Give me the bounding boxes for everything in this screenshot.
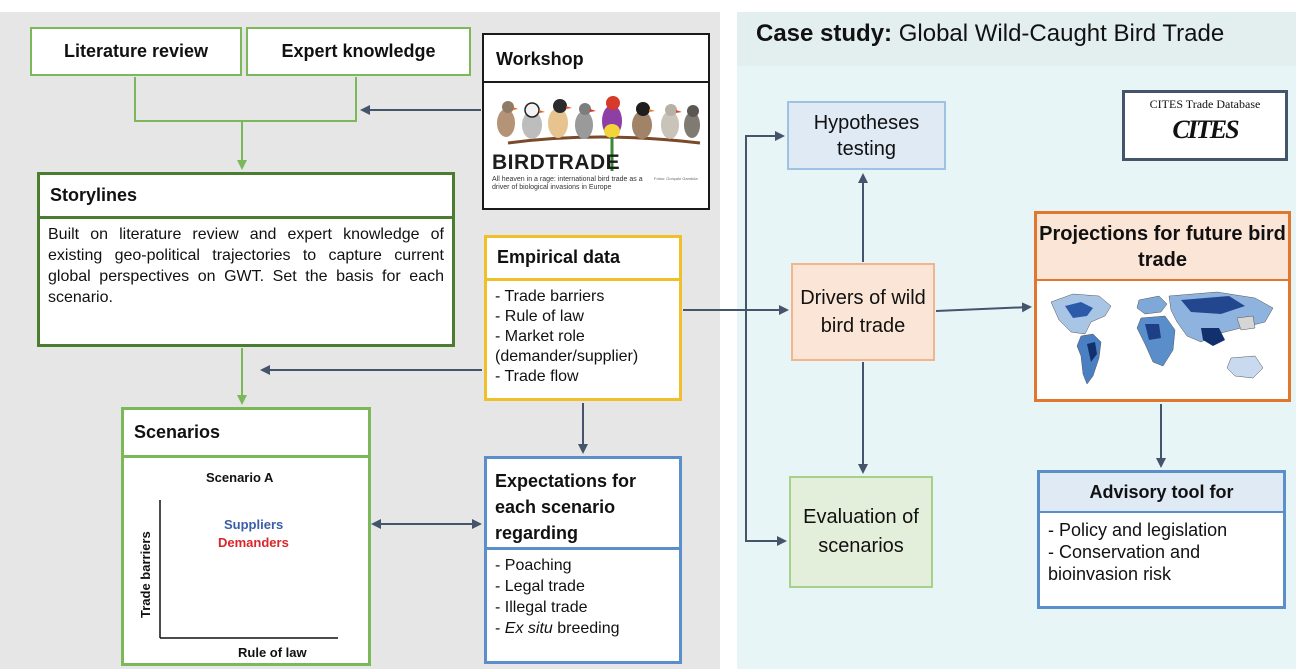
empirical-data-title: Empirical data	[487, 238, 679, 281]
list-item: - Market role	[495, 328, 585, 345]
bird-2	[522, 102, 545, 139]
scenarios-box: Scenarios Scenario A Trade barriers Rule…	[121, 407, 371, 666]
cites-logo: CITES	[1172, 115, 1239, 144]
demanders-label: Demanders	[218, 535, 289, 550]
list-item: - Policy and legislation	[1048, 520, 1228, 540]
bird-5	[602, 96, 622, 171]
scenario-chart-title: Scenario A	[206, 470, 274, 485]
expert-knowledge-label: Expert knowledge	[281, 41, 436, 61]
bird-8	[684, 105, 700, 138]
hypotheses-testing-box: Hypotheses testing	[787, 101, 946, 170]
projections-title: Projections for future bird trade	[1037, 214, 1288, 281]
birds-illustration	[497, 96, 701, 171]
bird-3	[548, 99, 572, 138]
workshop-box: Workshop	[482, 33, 710, 210]
case-study-title: Case study: Global Wild-Caught Bird Trad…	[756, 20, 1224, 48]
expectations-list: - Poaching - Legal trade - Illegal trade…	[487, 550, 679, 639]
list-item: (demander/supplier)	[495, 348, 639, 365]
projections-box: Projections for future bird trade	[1034, 211, 1291, 402]
scenario-y-axis-label: Trade barriers	[138, 531, 153, 618]
list-item: - Trade flow	[495, 368, 579, 385]
evaluation-label: Evaluation of scenarios	[803, 506, 919, 557]
list-item: - Ex situ breeding	[495, 618, 679, 639]
advisory-tool-list: - Policy and legislation - Conservation …	[1040, 513, 1283, 585]
ex-situ-prefix: -	[495, 620, 505, 637]
evaluation-box: Evaluation of scenarios	[789, 476, 933, 588]
ex-situ-italic: Ex situ	[504, 620, 553, 637]
case-study-name: Global Wild-Caught Bird Trade	[892, 20, 1225, 47]
hypotheses-testing-label: Hypotheses testing	[813, 111, 920, 160]
list-item: - Rule of law	[495, 308, 584, 325]
expectations-box: Expectations for each scenario regarding…	[484, 456, 682, 664]
list-item: - Poaching	[495, 557, 572, 574]
expectations-title: Expectations for each scenario regarding	[487, 459, 679, 550]
storylines-text: Built on literature review and expert kn…	[48, 226, 444, 306]
ex-situ-rest: breeding	[552, 620, 620, 637]
drivers-label: Drivers of wild bird trade	[800, 287, 926, 337]
list-item: - Conservation and	[1048, 542, 1201, 562]
suppliers-label: Suppliers	[224, 517, 283, 532]
workshop-title: Workshop	[484, 35, 708, 83]
bird-6	[632, 102, 655, 139]
scenario-x-axis-label: Rule of law	[238, 645, 308, 660]
bird-4	[575, 103, 596, 139]
literature-review-label: Literature review	[63, 41, 209, 61]
list-item: - Illegal trade	[495, 599, 588, 616]
scenario-chart: Scenario A Trade barriers Rule of law Su…	[138, 470, 338, 660]
empirical-data-box: Empirical data - Trade barriers - Rule o…	[484, 235, 682, 401]
list-item: - Legal trade	[495, 578, 585, 595]
case-study-label: Case study:	[756, 20, 893, 47]
cites-title: CITES Trade Database	[1149, 97, 1261, 111]
drivers-box: Drivers of wild bird trade	[791, 263, 935, 361]
storylines-title: Storylines	[40, 175, 452, 219]
birdtrade-photo-credit: Fotos: Gonçalo Gambôa	[654, 176, 698, 181]
cites-database-box: CITES Trade Database CITES	[1122, 90, 1288, 161]
list-item: - Trade barriers	[495, 288, 605, 305]
advisory-tool-box: Advisory tool for - Policy and legislati…	[1037, 470, 1286, 609]
advisory-tool-title: Advisory tool for	[1040, 473, 1283, 513]
expert-knowledge-box: Expert knowledge	[246, 27, 471, 76]
birdtrade-subtitle: All heaven in a rage: international bird…	[492, 176, 643, 191]
scenarios-title: Scenarios	[124, 410, 368, 458]
storylines-box: Storylines Built on literature review an…	[37, 172, 455, 347]
list-item: bioinvasion risk	[1048, 564, 1172, 584]
world-map-icon	[1041, 284, 1287, 396]
literature-review-box: Literature review	[30, 27, 242, 76]
bird-1	[497, 101, 518, 137]
birdtrade-title: BIRDTRADE	[492, 151, 621, 174]
bird-7	[661, 104, 682, 139]
right-panel-header	[737, 12, 1296, 66]
empirical-data-list: - Trade barriers - Rule of law - Market …	[487, 281, 679, 387]
